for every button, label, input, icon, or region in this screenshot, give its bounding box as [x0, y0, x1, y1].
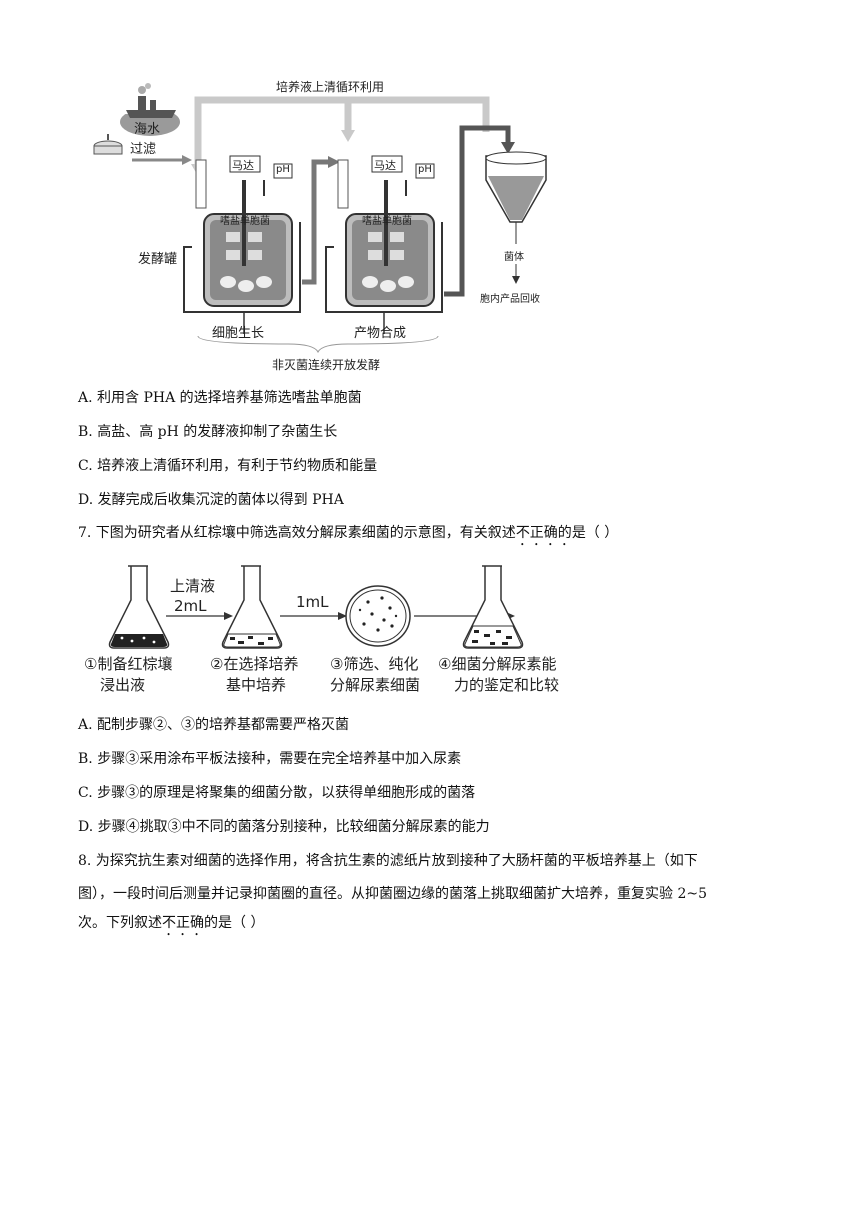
step4-line1: ④细菌分解尿素能 [438, 655, 557, 673]
q7-option-d: D. 步骤④挑取③中不同的菌落分别接种，比较细菌分解尿素的能力 [78, 819, 490, 835]
q6-option-b: B. 高盐、高 pH 的发酵液抑制了杂菌生长 [78, 424, 338, 440]
q7-option-a: A. 配制步骤②、③的培养基都需要严格灭菌 [78, 717, 350, 733]
step3-label: ③筛选、纯化 分解尿素细菌 [330, 654, 420, 696]
q6-option-c: C. 培养液上清循环利用，有利于节约物质和能量 [78, 458, 378, 474]
q8-line3-prefix: 次。下列叙述 [78, 915, 162, 931]
step2-line2: 基中培养 [226, 676, 287, 694]
urea-bacteria-diagram [108, 565, 524, 649]
recycle-label: 培养液上清循环利用 [276, 80, 385, 94]
q7-stem-emphasis: 不正确的 [515, 525, 572, 541]
recovery-label: 胞内产品回收 [480, 294, 540, 305]
q8-line3: 次。下列叙述不正确的是（ ） [78, 914, 264, 939]
q7-option-b: B. 步骤③采用涂布平板法接种，需要在完全培养基中加入尿素 [78, 751, 462, 767]
arrow2-top-label: 1mL [296, 593, 329, 611]
ph-label-1: pH [276, 164, 290, 175]
step2-label: ②在选择培养 基中培养 [210, 654, 298, 696]
arrow1-bottom-label: 2mL [174, 597, 207, 615]
step4-line2: 力的鉴定和比较 [454, 676, 560, 694]
bacteria-label-2: 嗜盐单胞菌 [362, 216, 412, 227]
cells-label: 菌体 [504, 252, 524, 263]
motor-label-1: 马达 [232, 159, 254, 172]
step1-line1: ①制备红棕壤 [84, 655, 173, 673]
step3-line1: ③筛选、纯化 [330, 655, 419, 673]
growth-label: 细胞生长 [212, 326, 265, 341]
bacteria-label-1: 嗜盐单胞菌 [220, 216, 270, 227]
urea-bacteria-figure: 上清液 2mL 1mL ①制备红棕壤 浸出液 ②在选择培养 基中培养 ③筛选、纯… [78, 558, 598, 703]
motor-label-2: 马达 [374, 159, 396, 172]
step1-line2: 浸出液 [100, 676, 146, 694]
q7-stem-suffix: 是（ ） [571, 525, 619, 541]
ph-label-2: pH [418, 164, 432, 175]
step2-line1: ②在选择培养 [210, 655, 299, 673]
q6-option-d: D. 发酵完成后收集沉淀的菌体以得到 PHA [78, 492, 344, 508]
synthesis-label: 产物合成 [354, 326, 407, 341]
q7-stem-prefix: 7. 下图为研究者从红棕壤中筛选高效分解尿素细菌的示意图，有关叙述 [78, 525, 516, 541]
q8-line1: 8. 为探究抗生素对细菌的选择作用，将含抗生素的滤纸片放到接种了大肠杆菌的平板培… [78, 853, 698, 869]
q7-stem: 7. 下图为研究者从红棕壤中筛选高效分解尿素细菌的示意图，有关叙述不正确的是（ … [78, 524, 618, 549]
q8-line2: 图），一段时间后测量并记录抑菌圈的直径。从抑菌圈边缘的菌落上挑取细菌扩大培养，重… [78, 886, 707, 902]
arrow1-top-label: 上清液 [170, 577, 216, 595]
q6-option-a: A. 利用含 PHA 的选择培养基筛选嗜盐单胞菌 [78, 390, 362, 406]
figure-caption: 非灭菌连续开放发酵 [272, 358, 381, 372]
filter-label: 过滤 [130, 142, 157, 157]
fermenter-label: 发酵罐 [138, 252, 178, 267]
fermentation-diagram [93, 83, 547, 354]
step1-label: ①制备红棕壤 浸出液 [84, 654, 172, 696]
q8-line3-emphasis: 不正确 [162, 915, 204, 931]
step4-label: ④细菌分解尿素能 力的鉴定和比较 [438, 654, 559, 696]
q8-line3-suffix: 的是（ ） [204, 915, 265, 931]
step3-line2: 分解尿素细菌 [330, 676, 421, 694]
fermentation-figure: 培养液上清循环利用 海水 过滤 马达 pH 嗜盐单胞菌 马达 pH 嗜盐单胞菌 … [88, 72, 568, 377]
seawater-label: 海水 [134, 122, 161, 137]
q7-option-c: C. 步骤③的原理是将聚集的细菌分散，以获得单细胞形成的菌落 [78, 785, 476, 801]
